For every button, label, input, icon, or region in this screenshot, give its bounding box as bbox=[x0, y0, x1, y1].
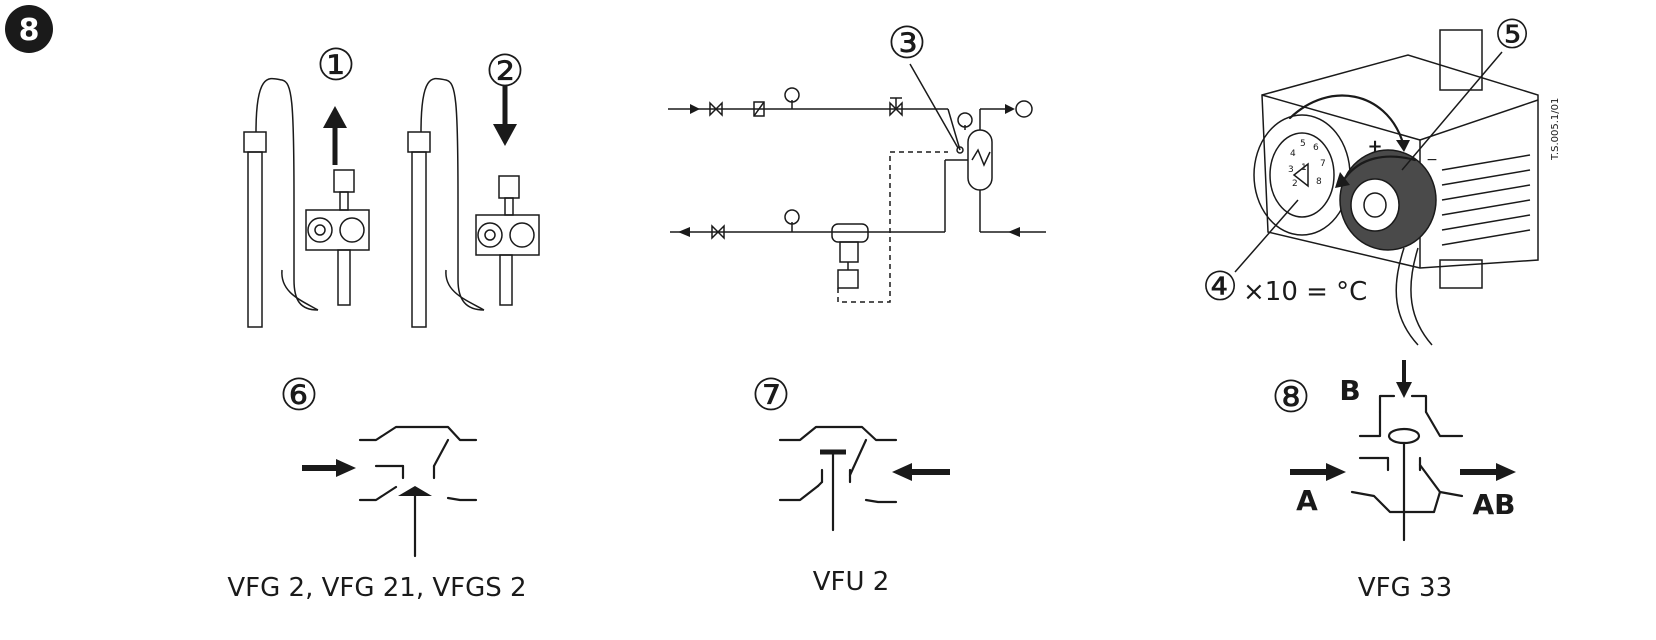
dial-numbers: 1 2 3 4 5 6 7 8 bbox=[1288, 139, 1326, 189]
piping-schematic bbox=[668, 87, 1046, 303]
label-3: ③ bbox=[887, 18, 926, 69]
port-ab: AB bbox=[1472, 488, 1515, 521]
dial-number: 5 bbox=[1300, 139, 1306, 149]
dial-number: 4 bbox=[1290, 149, 1296, 159]
valve-symbol-vfg2 bbox=[302, 425, 478, 558]
temperature-formula: ×10 = °C bbox=[1243, 277, 1367, 307]
dial-number: 1 bbox=[1301, 163, 1307, 173]
port-b: B bbox=[1339, 374, 1360, 407]
side-code: T.S.005.1/01 bbox=[1550, 98, 1561, 161]
dial-number: 6 bbox=[1313, 143, 1319, 153]
caption-vfg33: VFG 33 bbox=[1358, 573, 1452, 603]
thermostat-housing bbox=[1234, 29, 1539, 346]
thermostat-sensor-left bbox=[243, 77, 370, 328]
label-7: ⑦ bbox=[751, 370, 790, 421]
label-1: ① bbox=[316, 40, 355, 91]
valve-symbol-vfg33 bbox=[1290, 360, 1516, 542]
port-a: A bbox=[1296, 484, 1318, 517]
caption-vfg2: VFG 2, VFG 21, VFGS 2 bbox=[227, 573, 526, 603]
label-5: ⑤ bbox=[1494, 12, 1530, 58]
figure-badge-number: 8 bbox=[19, 13, 40, 48]
dial-number: 2 bbox=[1292, 179, 1298, 189]
label-6: ⑥ bbox=[279, 370, 318, 421]
thermostat-sensor-right bbox=[407, 77, 540, 328]
dial-plus: + bbox=[1367, 136, 1382, 157]
valve-symbol-vfu2 bbox=[778, 425, 950, 532]
label-2: ② bbox=[485, 46, 524, 97]
caption-vfu2: VFU 2 bbox=[813, 567, 890, 597]
dial-minus: − bbox=[1426, 152, 1438, 168]
label-8: ⑧ bbox=[1271, 372, 1310, 423]
dial-number: 8 bbox=[1316, 177, 1322, 187]
figure-badge: 8 bbox=[5, 5, 53, 53]
dial-number: 3 bbox=[1288, 165, 1294, 175]
label-4: ④ bbox=[1202, 264, 1238, 310]
dial-number: 7 bbox=[1320, 159, 1326, 169]
